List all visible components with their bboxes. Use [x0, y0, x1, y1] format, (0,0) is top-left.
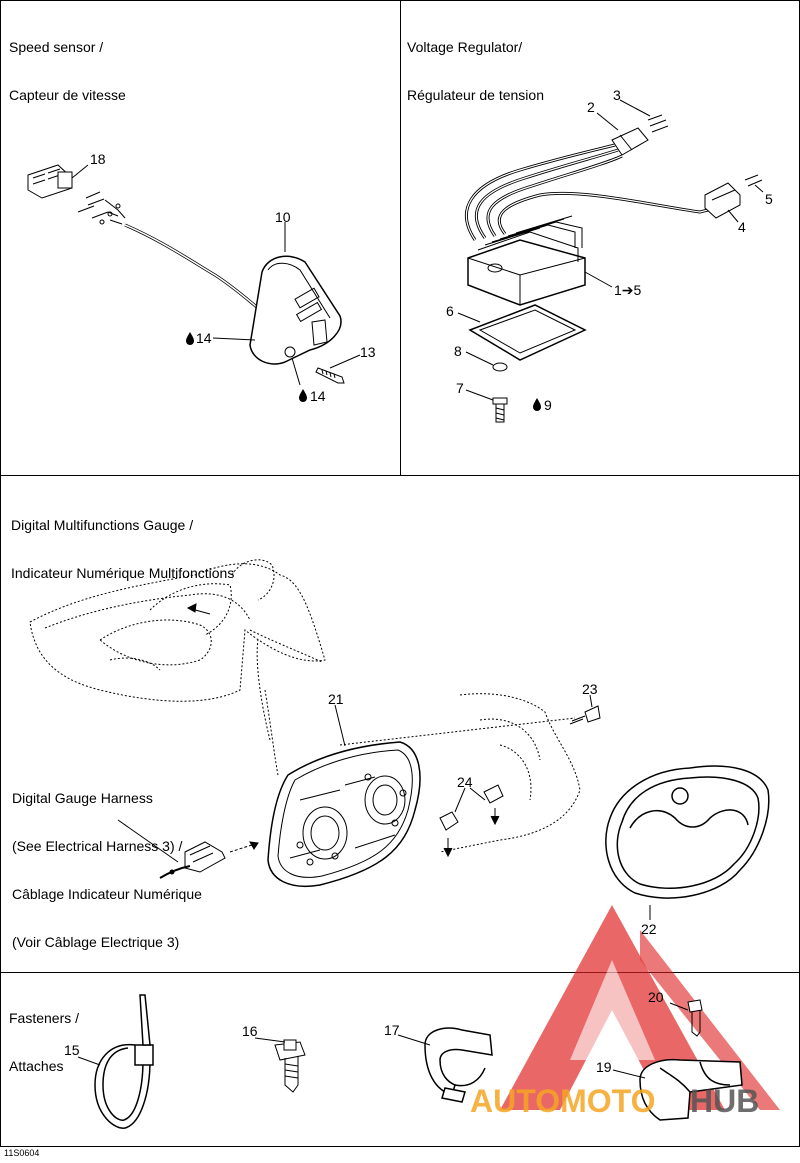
clamp-19	[639, 1058, 743, 1121]
speed-sensor-title: Speed sensor / Capteur de vitesse	[9, 7, 126, 119]
gauge-drawing	[29, 559, 770, 920]
gasket-6	[468, 304, 587, 361]
callout-16: 16	[242, 1023, 258, 1039]
oil-drop-icon	[533, 398, 541, 411]
harness-note: Digital Gauge Harness (See Electrical Ha…	[12, 790, 202, 950]
speed-sensor-10	[249, 255, 342, 365]
gauge-21	[267, 741, 421, 887]
fasteners-drawing	[77, 994, 743, 1129]
callout-14a: 14	[196, 330, 212, 346]
title-en: Digital Multifunctions Gauge /	[11, 517, 194, 533]
screw-23	[569, 705, 601, 725]
callout-13: 13	[360, 344, 376, 360]
harness-connector	[159, 841, 226, 879]
callout-1to5: 1➔5	[614, 282, 642, 298]
oil-drop-icon	[186, 332, 194, 345]
connector-2	[611, 127, 649, 156]
callout-22: 22	[641, 921, 657, 937]
voltage-regulator-drawing	[457, 99, 764, 423]
callout-6: 6	[446, 303, 454, 319]
connector-4	[704, 182, 741, 219]
callout-4: 4	[738, 219, 746, 235]
title-fr: Régulateur de tension	[407, 87, 544, 103]
callout-19: 19	[596, 1059, 612, 1075]
callout-10: 10	[275, 209, 291, 225]
title-fr: Attaches	[9, 1058, 64, 1074]
washer-8	[492, 362, 508, 372]
callout-8: 8	[454, 343, 462, 359]
bezel-22	[605, 765, 770, 899]
title-en: Fasteners /	[9, 1010, 80, 1026]
watermark-text: AUTOMOTO HUB	[470, 1083, 759, 1119]
callout-20: 20	[648, 989, 664, 1005]
cable-tie-15	[94, 994, 154, 1129]
callout-14b: 14	[310, 388, 326, 404]
callout-3: 3	[613, 87, 621, 103]
voltage-regulator-title: Voltage Regulator/ Régulateur de tension	[407, 7, 544, 119]
figure-code: 11S0604	[4, 1148, 40, 1158]
watermark-logo	[500, 905, 780, 1110]
callout-labels: 18 10 14 13 14 2 3 5 4 1➔5 6 8 7 9 21 23…	[64, 87, 773, 1075]
screw-20	[687, 999, 703, 1037]
callout-15: 15	[64, 1042, 80, 1058]
regulator-1	[467, 215, 586, 306]
callout-7: 7	[456, 380, 464, 396]
svg-text:AUTOMOTO: AUTOMOTO	[470, 1083, 655, 1119]
gauge-title: Digital Multifunctions Gauge / Indicateu…	[11, 485, 234, 597]
callout-23: 23	[582, 681, 598, 697]
callout-18: 18	[90, 151, 106, 167]
callout-2: 2	[587, 99, 595, 115]
svg-text:HUB: HUB	[690, 1083, 759, 1119]
hull-outline	[29, 559, 581, 853]
fasteners-title: Fasteners / Attaches	[9, 978, 79, 1090]
title-fr: Indicateur Numérique Multifonctions	[11, 565, 235, 581]
speed-sensor-drawing	[27, 164, 361, 386]
oil-drop-icon	[299, 389, 307, 402]
screw-7	[492, 397, 508, 423]
title-en: Voltage Regulator/	[407, 39, 523, 55]
clamp-17	[424, 1027, 493, 1103]
callout-21: 21	[328, 691, 344, 707]
callout-17: 17	[384, 1022, 400, 1038]
callout-5: 5	[765, 191, 773, 207]
screw-16	[274, 1039, 306, 1093]
connector-18	[27, 164, 73, 199]
title-fr: Capteur de vitesse	[9, 87, 126, 103]
screw-13	[315, 367, 345, 384]
bulbs-24	[439, 784, 504, 858]
callout-24: 24	[457, 774, 473, 790]
callout-9: 9	[544, 397, 552, 413]
title-en: Speed sensor /	[9, 39, 104, 55]
